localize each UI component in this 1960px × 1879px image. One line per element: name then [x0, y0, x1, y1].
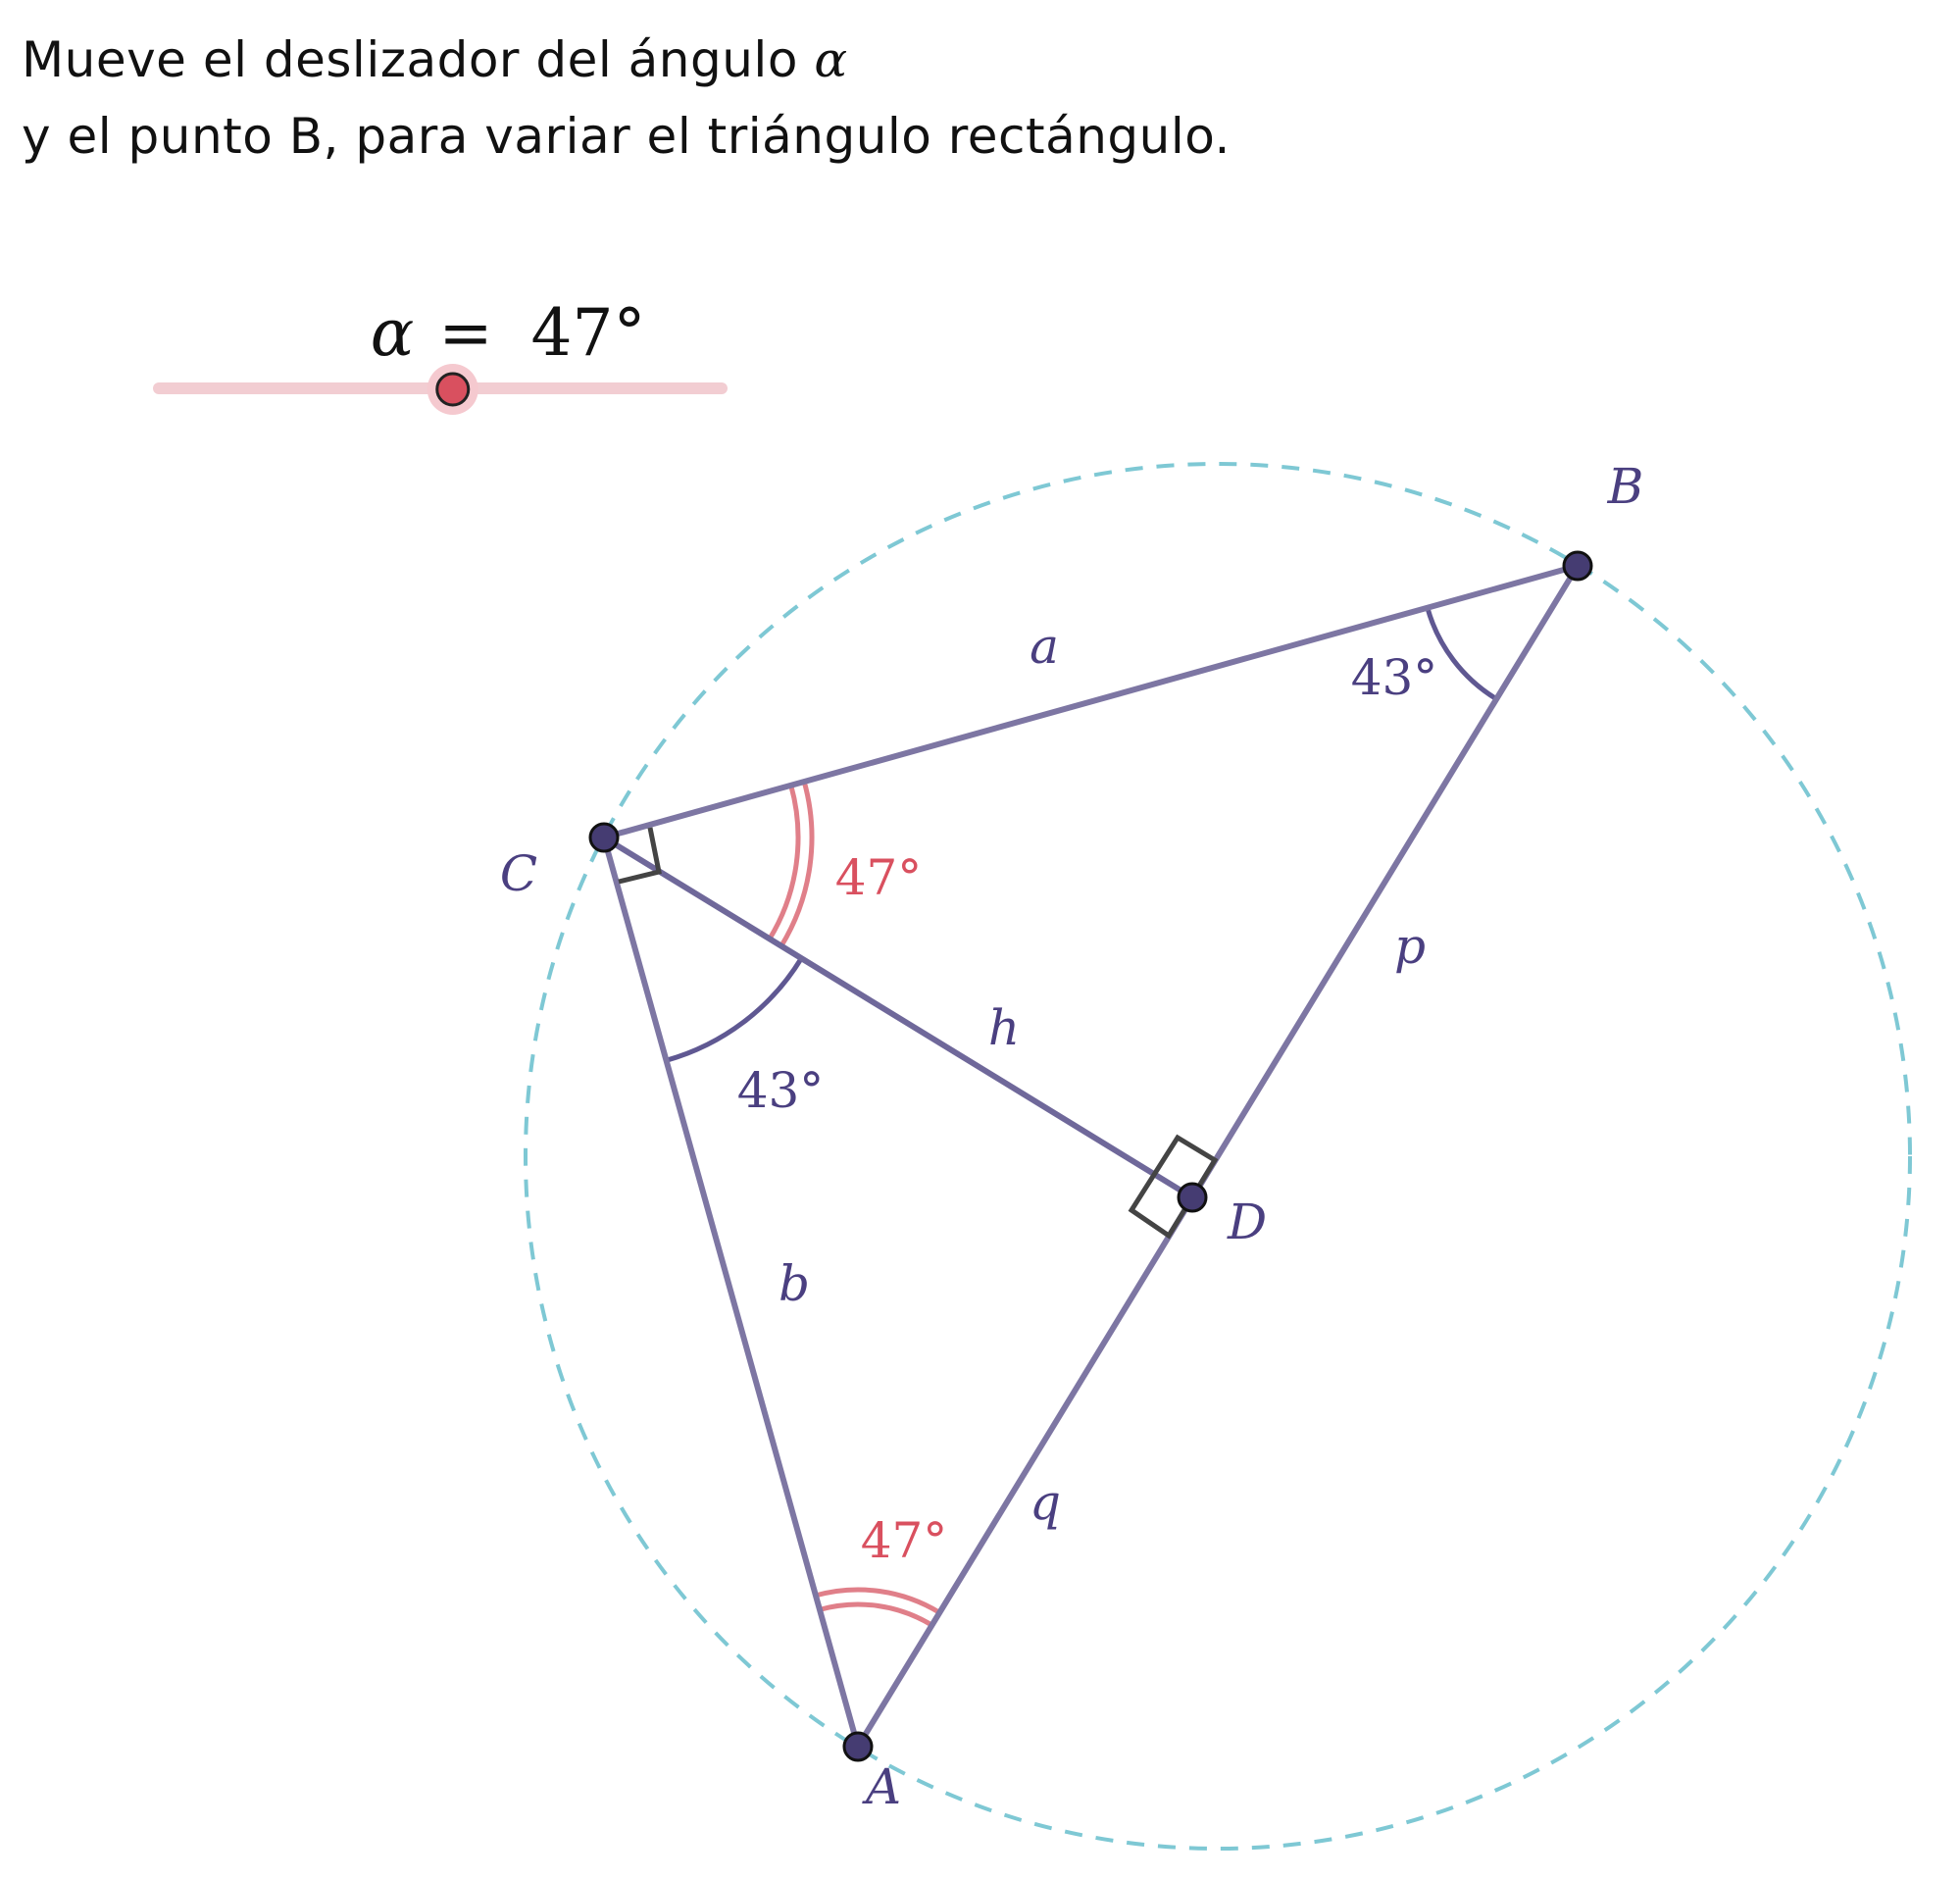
- label-segment-p: p: [1394, 918, 1426, 975]
- segment-a[interactable]: [603, 563, 1579, 840]
- slider-equals: =: [438, 295, 492, 371]
- angle-arc-b: [1425, 607, 1498, 701]
- right-angle-marker-d: [1128, 1134, 1219, 1240]
- instruction-line-2: y el punto B, para variar el triángulo r…: [22, 108, 1231, 165]
- instruction-line-1: Mueve el deslizador del ángulo α: [22, 31, 848, 88]
- point-a[interactable]: [842, 1731, 874, 1762]
- instruction-text-1: Mueve el deslizador del ángulo: [22, 31, 798, 88]
- point-c[interactable]: [588, 822, 620, 853]
- angle-label-c-lower: 43°: [737, 1062, 825, 1119]
- angle-arc-c-upper-outer: [779, 781, 815, 947]
- label-point-d: D: [1227, 1193, 1267, 1250]
- segment-b[interactable]: [601, 837, 861, 1748]
- angle-arc-a-inner: [819, 1601, 933, 1628]
- point-d[interactable]: [1177, 1182, 1208, 1213]
- slider-knob[interactable]: [435, 372, 471, 407]
- label-point-c: C: [500, 845, 537, 902]
- angle-label-a: 47°: [861, 1512, 948, 1569]
- angle-arc-c-upper-inner: [767, 785, 801, 940]
- segment-h[interactable]: [602, 835, 1194, 1200]
- label-point-a: A: [862, 1758, 901, 1815]
- label-segment-q: q: [1030, 1474, 1061, 1531]
- segment-c[interactable]: [855, 564, 1581, 1749]
- label-point-b: B: [1607, 458, 1644, 515]
- angle-arc-a-outer: [815, 1587, 941, 1615]
- point-b[interactable]: [1562, 550, 1593, 582]
- label-segment-h: h: [988, 999, 1020, 1056]
- circumcircle: [524, 462, 1912, 1851]
- slider-value: 47°: [531, 295, 646, 371]
- right-angle-marker-c: [618, 827, 662, 885]
- angle-label-b: 43°: [1351, 649, 1438, 706]
- alpha-slider[interactable]: α = 47°: [153, 295, 728, 415]
- label-segment-a: a: [1030, 618, 1059, 675]
- angle-label-c-upper: 47°: [835, 849, 923, 906]
- slider-symbol: α: [371, 295, 415, 371]
- label-segment-b: b: [779, 1255, 810, 1312]
- angle-arc-c-lower: [665, 956, 804, 1063]
- alpha-symbol: α: [814, 31, 848, 88]
